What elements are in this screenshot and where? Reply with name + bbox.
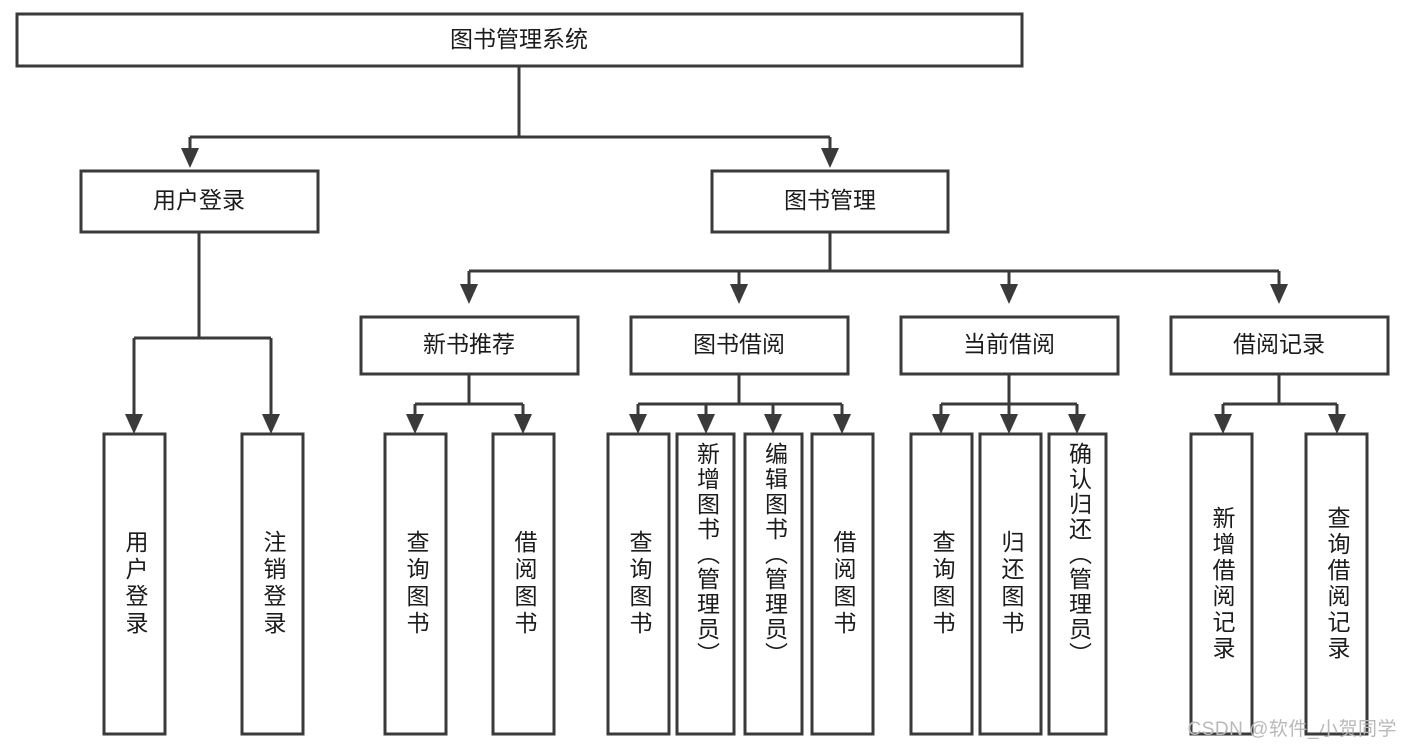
arrow-to-book-borrow <box>730 284 748 304</box>
leaf-logout[interactable]: 注销登录 <box>240 432 305 736</box>
node-user-login-label: 用户登录 <box>153 187 245 213</box>
arrow-to-leaf-query-book-3 <box>932 414 950 434</box>
connector-root-to-level2 <box>181 66 839 168</box>
node-borrow-record-label: 借阅记录 <box>1233 331 1325 357</box>
leaf-borrow-book-1-label: 借阅图书 <box>511 530 538 638</box>
node-current-borrow[interactable]: 当前借阅 <box>899 315 1120 376</box>
arrow-to-leaf-add-book <box>697 414 715 434</box>
arrow-to-borrow-record <box>1270 284 1288 304</box>
leaf-edit-book-label: 编辑图书（管理员） <box>761 442 788 667</box>
leaf-query-book-1-label: 查询图书 <box>403 530 430 638</box>
leaf-query-record-label: 查询借阅记录 <box>1324 506 1351 662</box>
leaf-confirm-return[interactable]: 确认归还（管理员） <box>1047 432 1108 736</box>
leaf-add-book[interactable]: 新增图书（管理员） <box>675 432 736 736</box>
connector-book-manage-to-level3 <box>460 232 1288 304</box>
leaf-return-book-label: 归还图书 <box>998 530 1025 638</box>
connector-borrow-record-to-leaves <box>1214 374 1346 434</box>
node-new-book-recommend[interactable]: 新书推荐 <box>359 315 580 376</box>
leaf-query-book-2-label: 查询图书 <box>626 530 653 638</box>
leaf-add-record-box[interactable] <box>1189 432 1254 736</box>
leaf-user-login-label: 用户登录 <box>122 530 149 638</box>
csdn-watermark: CSDN @软件_小贺同学 <box>1187 719 1397 740</box>
node-book-borrow-label: 图书借阅 <box>693 331 785 357</box>
leaf-edit-book-box[interactable] <box>743 432 804 736</box>
node-root-label: 图书管理系统 <box>450 26 588 52</box>
leaf-query-book-2-box[interactable] <box>606 432 671 736</box>
node-user-login-box[interactable] <box>79 169 320 234</box>
arrow-to-leaf-add-record <box>1214 414 1232 434</box>
leaf-query-book-3-label: 查询图书 <box>929 530 956 638</box>
leaf-return-book[interactable]: 归还图书 <box>978 432 1043 736</box>
arrow-to-book-manage <box>821 148 839 168</box>
leaf-query-record[interactable]: 查询借阅记录 <box>1304 432 1369 736</box>
leaf-borrow-book-2-label: 借阅图书 <box>830 530 857 638</box>
leaf-query-book-3[interactable]: 查询图书 <box>909 432 974 736</box>
arrow-to-leaf-logout <box>262 414 280 434</box>
connector-user-login-to-leaves <box>125 232 280 434</box>
leaf-edit-book[interactable]: 编辑图书（管理员） <box>743 432 804 736</box>
leaf-add-record[interactable]: 新增借阅记录 <box>1189 432 1254 736</box>
node-new-book-recommend-box[interactable] <box>359 315 580 376</box>
leaf-query-book-3-box[interactable] <box>909 432 974 736</box>
leaf-query-book-2[interactable]: 查询图书 <box>606 432 671 736</box>
node-book-manage-label: 图书管理 <box>784 187 876 213</box>
arrow-to-leaf-user-login <box>125 414 143 434</box>
leaf-query-book-1[interactable]: 查询图书 <box>383 432 448 736</box>
leaf-user-login[interactable]: 用户登录 <box>102 432 167 736</box>
node-user-login[interactable]: 用户登录 <box>79 169 320 234</box>
connector-new-book-recommend-to-leaves <box>406 374 532 434</box>
node-new-book-recommend-label: 新书推荐 <box>423 331 515 357</box>
leaf-borrow-book-2-box[interactable] <box>810 432 875 736</box>
node-borrow-record[interactable]: 借阅记录 <box>1169 315 1390 376</box>
leaf-confirm-return-label: 确认归还（管理员） <box>1065 442 1092 667</box>
leaf-query-book-1-box[interactable] <box>383 432 448 736</box>
arrow-to-new-book-recommend <box>460 284 478 304</box>
leaf-add-book-label: 新增图书（管理员） <box>693 442 720 667</box>
arrow-to-leaf-query-book-2 <box>629 414 647 434</box>
arrow-to-leaf-borrow-book-1 <box>514 414 532 434</box>
arrow-to-current-borrow <box>1000 284 1018 304</box>
leaf-confirm-return-box[interactable] <box>1047 432 1108 736</box>
arrow-to-leaf-edit-book <box>764 414 782 434</box>
node-current-borrow-box[interactable] <box>899 315 1120 376</box>
leaf-borrow-book-1[interactable]: 借阅图书 <box>491 432 556 736</box>
node-root[interactable]: 图书管理系统 <box>15 12 1024 68</box>
node-book-borrow[interactable]: 图书借阅 <box>629 315 850 376</box>
leaf-logout-label: 注销登录 <box>260 530 287 638</box>
arrow-to-leaf-borrow-book-2 <box>833 414 851 434</box>
node-root-box[interactable] <box>15 12 1024 68</box>
leaf-logout-box[interactable] <box>240 432 305 736</box>
arrow-to-leaf-confirm-return <box>1068 414 1086 434</box>
connector-current-borrow-to-leaves <box>932 374 1086 434</box>
leaf-return-book-box[interactable] <box>978 432 1043 736</box>
node-book-manage[interactable]: 图书管理 <box>710 169 950 234</box>
node-current-borrow-label: 当前借阅 <box>963 331 1055 357</box>
arrow-to-leaf-query-book-1 <box>406 414 424 434</box>
leaf-add-book-box[interactable] <box>675 432 736 736</box>
leaf-user-login-box[interactable] <box>102 432 167 736</box>
arrow-to-user-login <box>181 148 199 168</box>
connector-book-borrow-to-leaves <box>629 374 851 434</box>
arrow-to-leaf-return-book <box>1000 414 1018 434</box>
arrow-to-leaf-query-record <box>1328 414 1346 434</box>
leaf-borrow-book-2[interactable]: 借阅图书 <box>810 432 875 736</box>
leaf-query-record-box[interactable] <box>1304 432 1369 736</box>
leaf-borrow-book-1-box[interactable] <box>491 432 556 736</box>
leaf-add-record-label: 新增借阅记录 <box>1209 506 1236 662</box>
